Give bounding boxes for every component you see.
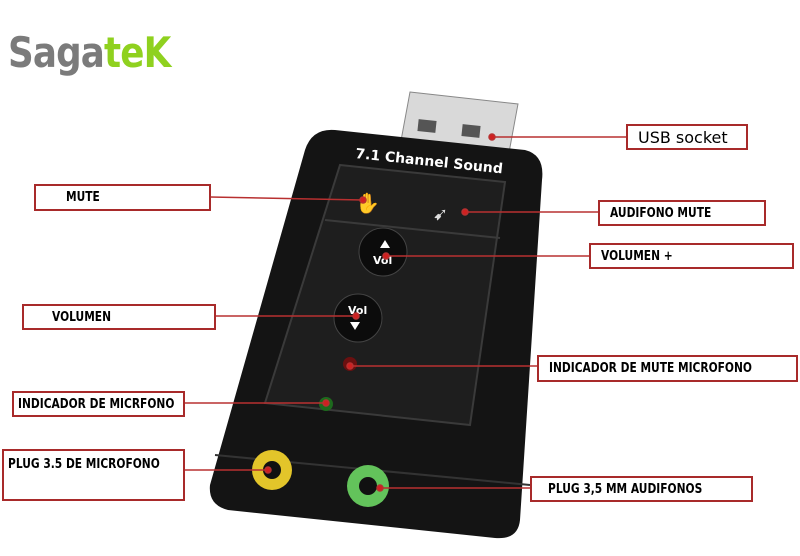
sagatek-logo: SagateK bbox=[8, 28, 171, 77]
label-volumen: VOLUMEN bbox=[22, 304, 216, 330]
svg-text:➹: ➹ bbox=[433, 204, 448, 225]
volume-up-button[interactable]: Vol bbox=[358, 227, 408, 277]
label-indicador-microfono: INDICADOR DE MICRFONO bbox=[12, 391, 185, 417]
label-audifono-mute: AUDIFONO MUTE bbox=[598, 200, 766, 226]
svg-text:Vol: Vol bbox=[348, 304, 367, 317]
label-plug-audifonos: PLUG 3,5 MM AUDIFONOS bbox=[530, 476, 753, 502]
label-indicador-mute-microfono: INDICADOR DE MUTE MICROFONO bbox=[537, 355, 798, 382]
headphone-jack bbox=[347, 465, 389, 507]
label-plug-microfono: PLUG 3.5 DE MICROFONO bbox=[2, 449, 185, 501]
callout-lines bbox=[184, 133, 626, 492]
label-usb-socket: USB socket bbox=[626, 124, 748, 150]
svg-text:✋: ✋ bbox=[355, 191, 380, 215]
headphone-mute-icon: ➹ bbox=[433, 204, 448, 225]
mute-mic-icon: ✋ bbox=[355, 191, 380, 215]
mic-jack bbox=[252, 450, 292, 490]
label-volumen-plus: VOLUMEN + bbox=[589, 243, 794, 269]
label-mute: MUTE bbox=[34, 184, 211, 211]
